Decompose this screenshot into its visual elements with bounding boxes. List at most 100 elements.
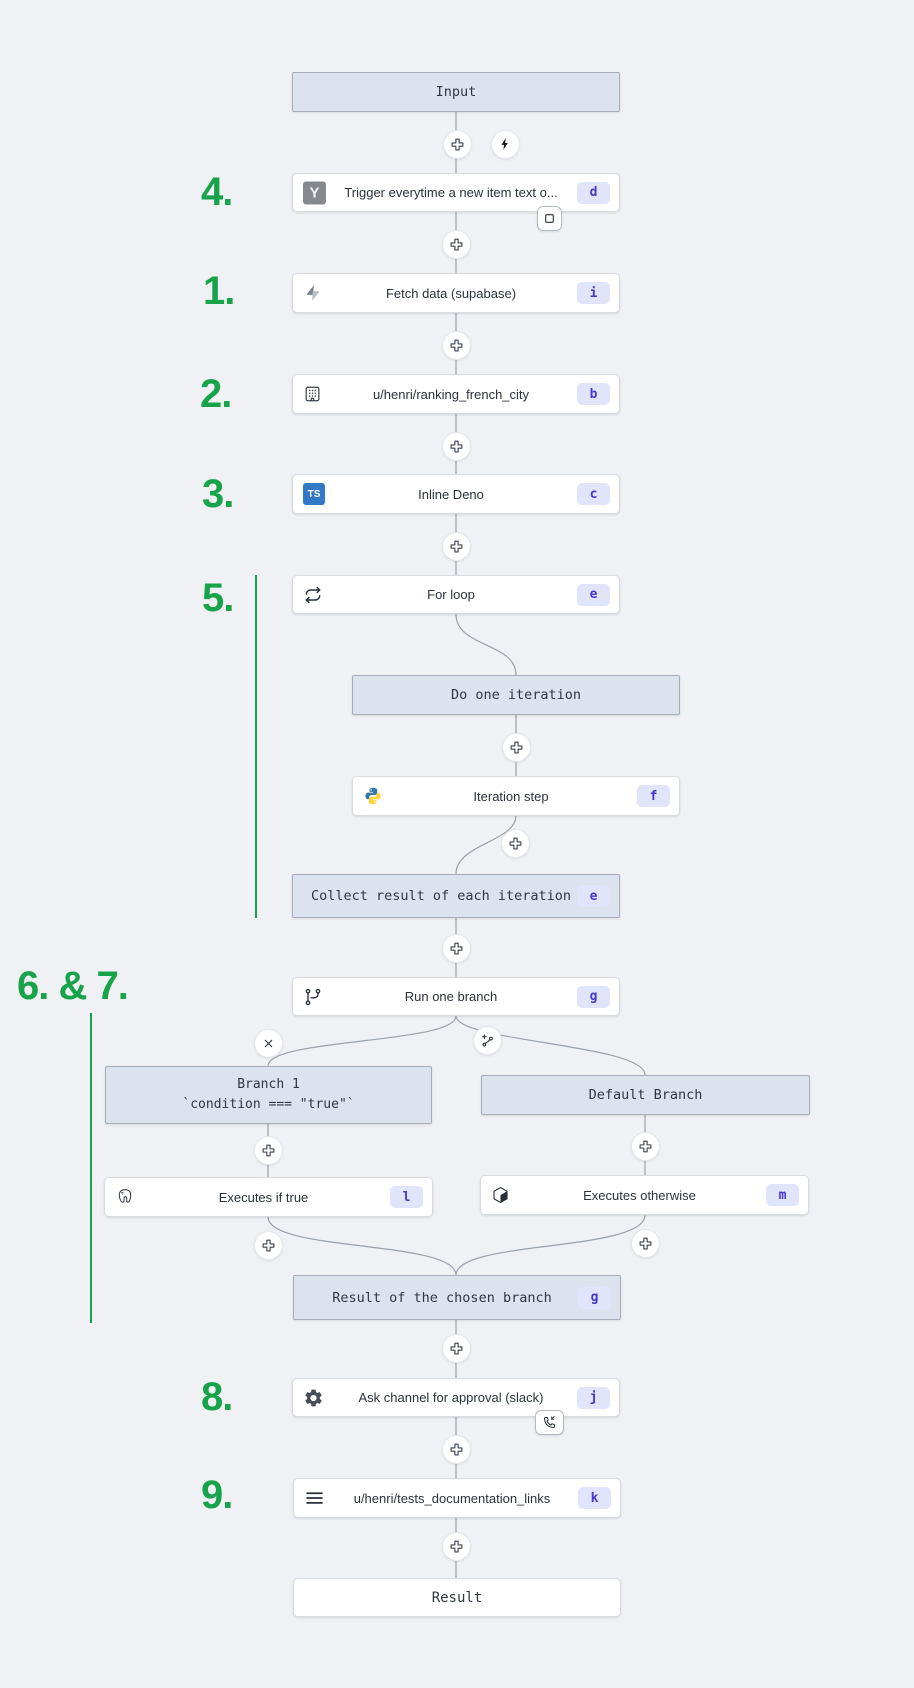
node-id-badge: b — [577, 383, 610, 405]
flow-node-collect-result[interactable]: Collect result of each iteration e — [292, 874, 620, 918]
node-id-badge: e — [577, 885, 610, 907]
add-step-button[interactable] — [631, 1229, 659, 1257]
typescript-icon: TS — [303, 483, 325, 505]
plus-icon — [450, 238, 462, 250]
node-id-badge: i — [577, 282, 610, 304]
node-id-badge: g — [578, 1286, 611, 1309]
flow-node-result-chosen-branch[interactable]: Result of the chosen branch g — [293, 1275, 621, 1320]
square-icon — [545, 214, 554, 223]
branch-condition: `condition === "true"` — [182, 1097, 355, 1112]
flow-node-for-loop[interactable]: For loop e — [292, 575, 620, 614]
hackernews-icon: Y — [303, 181, 326, 204]
flow-node-run-one-branch[interactable]: Run one branch g — [292, 977, 620, 1016]
flow-node-fetch-data[interactable]: Fetch data (supabase) i — [292, 273, 620, 313]
flow-node-trigger[interactable]: Y Trigger everytime a new item text o...… — [292, 173, 620, 212]
annotation-5: 5. — [202, 576, 234, 620]
node-label: Trigger everytime a new item text o... — [344, 185, 558, 200]
flow-node-executes-otherwise[interactable]: Executes otherwise m — [480, 1175, 809, 1215]
plus-icon — [450, 1443, 462, 1455]
node-id-badge: j — [577, 1386, 610, 1409]
annotation-9: 9. — [201, 1473, 233, 1517]
flow-node-iteration-step[interactable]: Iteration step f — [352, 776, 680, 816]
node-label: Executes if true — [218, 1189, 309, 1205]
add-step-button[interactable] — [501, 829, 529, 857]
branch-add-icon — [481, 1033, 493, 1046]
node-id-badge: c — [577, 483, 610, 505]
suspend-approval-icon[interactable] — [535, 1410, 564, 1435]
add-branch-button[interactable] — [473, 1026, 501, 1054]
annotation-line-6-7 — [90, 1013, 92, 1323]
node-label: For loop — [427, 587, 475, 602]
node-label: Run one branch — [404, 989, 498, 1004]
plus-icon — [450, 1342, 462, 1354]
plus-icon — [450, 1540, 462, 1552]
annotation-6-7: 6. & 7. — [17, 964, 129, 1008]
plus-icon — [450, 440, 462, 452]
add-step-button[interactable] — [631, 1132, 659, 1160]
node-id-badge: k — [578, 1487, 611, 1509]
annotation-1: 1. — [203, 269, 235, 313]
flow-node-input[interactable]: Input — [292, 72, 620, 112]
add-step-button[interactable] — [442, 532, 470, 560]
node-label: Result — [431, 1589, 483, 1606]
python-icon — [363, 786, 383, 806]
plus-icon — [639, 1237, 651, 1249]
close-icon — [264, 1039, 272, 1047]
branch-title: Branch 1 — [237, 1077, 300, 1092]
remove-branch-button[interactable] — [254, 1029, 282, 1057]
node-label: u/henri/tests_documentation_links — [353, 1490, 551, 1506]
flow-node-default-branch[interactable]: Default Branch — [481, 1075, 810, 1115]
plus-icon — [262, 1239, 274, 1251]
node-id-badge: m — [766, 1184, 799, 1206]
gear-icon — [303, 1387, 324, 1408]
flow-node-branch-1[interactable]: Branch 1 `condition === "true"` — [105, 1066, 432, 1124]
supabase-icon — [303, 283, 323, 303]
branch-icon — [303, 987, 323, 1007]
postgresql-icon — [115, 1187, 135, 1207]
add-step-button[interactable] — [442, 934, 470, 962]
add-step-button[interactable] — [442, 1334, 470, 1362]
flow-node-tests-documentation-links[interactable]: u/henri/tests_documentation_links k — [293, 1478, 621, 1518]
add-step-button[interactable] — [254, 1231, 282, 1259]
stop-after-if-icon[interactable] — [537, 206, 562, 231]
plus-icon — [451, 138, 463, 150]
add-step-button[interactable] — [442, 1532, 470, 1560]
node-id-badge: d — [577, 181, 610, 204]
plus-icon — [450, 339, 462, 351]
add-step-button[interactable] — [442, 331, 470, 359]
lightning-bolt-icon — [501, 138, 508, 150]
flow-node-executes-if-true[interactable]: Executes if true l — [104, 1177, 433, 1217]
flow-node-do-one-iteration[interactable]: Do one iteration — [352, 675, 680, 715]
node-id-badge: g — [577, 985, 610, 1008]
flow-node-ask-approval[interactable]: Ask channel for approval (slack) j — [292, 1378, 620, 1417]
node-label: Ask channel for approval (slack) — [358, 1390, 544, 1405]
add-trigger-button[interactable] — [491, 130, 519, 158]
node-id-badge: e — [577, 583, 610, 606]
building-icon — [303, 385, 322, 404]
flow-node-result[interactable]: Result — [293, 1578, 621, 1617]
add-step-button[interactable] — [442, 1435, 470, 1463]
node-label: Inline Deno — [418, 486, 484, 502]
annotation-8: 8. — [201, 1375, 233, 1419]
node-label: Fetch data (supabase) — [385, 285, 517, 301]
loop-icon — [303, 585, 323, 605]
plus-icon — [510, 741, 522, 753]
node-label: Iteration step — [473, 788, 549, 804]
hamburger-lines-icon — [304, 1488, 325, 1509]
flow-node-inline-deno[interactable]: TS Inline Deno c — [292, 474, 620, 514]
cube-icon — [491, 1186, 510, 1205]
annotation-line-5 — [255, 575, 257, 918]
node-label: u/henri/ranking_french_city — [372, 386, 530, 402]
node-label: Default Branch — [588, 1087, 703, 1103]
add-step-button[interactable] — [442, 432, 470, 460]
phone-incoming-icon — [544, 1416, 556, 1428]
add-step-button[interactable] — [254, 1136, 282, 1164]
annotation-4: 4. — [201, 170, 233, 214]
add-step-button[interactable] — [443, 130, 471, 158]
node-id-badge: l — [390, 1186, 423, 1208]
flow-node-ranking-french-city[interactable]: u/henri/ranking_french_city b — [292, 374, 620, 414]
plus-icon — [509, 837, 521, 849]
add-step-button[interactable] — [502, 733, 530, 761]
add-step-button[interactable] — [442, 230, 470, 258]
